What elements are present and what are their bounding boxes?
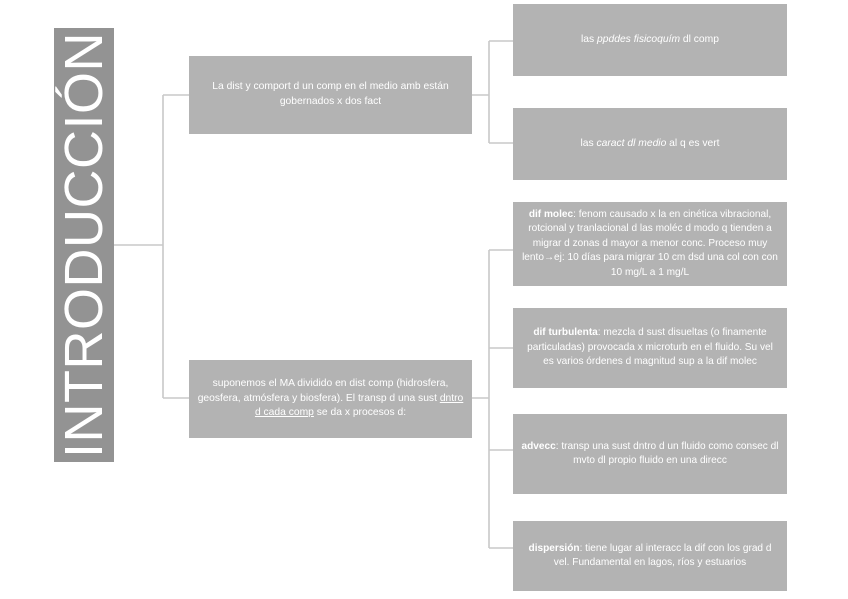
dispersion-term: dispersión: [528, 542, 580, 554]
node-ppddes[interactable]: las ppddes fisicoquím dl comp: [513, 4, 787, 76]
ppddes-suffix: dl comp: [680, 33, 719, 45]
dif-molec-desc: : fenom causado x la en cinética vibraci…: [522, 208, 778, 278]
node-dif-turbulenta-label: dif turbulenta: mezcla d sust disueltas …: [521, 326, 779, 369]
node-factores-label: La dist y comport d un comp en el medio …: [212, 81, 449, 107]
node-advecc-label: advecc: transp una sust dntro d un fluid…: [521, 440, 779, 469]
compartimentos-part2: se da x procesos d:: [313, 407, 407, 419]
node-compartimentos[interactable]: suponemos el MA dividido en dist comp (h…: [189, 360, 472, 438]
diagram-title-block: INTRODUCCIÓN: [54, 28, 114, 462]
ppddes-prefix: las: [581, 33, 598, 45]
node-caract-label: las caract dl medio al q es vert: [521, 137, 779, 152]
caract-italic: caract dl medio: [596, 137, 667, 149]
ppddes-italic: ppddes fisicoquím: [597, 33, 681, 45]
node-ppddes-label: las ppddes fisicoquím dl comp: [521, 33, 779, 48]
node-dispersion-label: dispersión: tiene lugar al interacc la d…: [521, 542, 779, 571]
node-advecc[interactable]: advecc: transp una sust dntro d un fluid…: [513, 414, 787, 494]
advecc-desc: : transp una sust dntro d un fluido como…: [555, 440, 779, 466]
compartimentos-part1: suponemos el MA dividido en dist comp (h…: [197, 378, 449, 404]
dispersion-desc: : tiene lugar al interacc la dif con los…: [553, 542, 772, 568]
node-dif-molec[interactable]: dif molec: fenom causado x la en cinétic…: [513, 202, 787, 286]
caract-prefix: las: [580, 137, 597, 149]
advecc-term: advecc: [521, 440, 556, 452]
dif-turbulenta-desc: : mezcla d sust disueltas (o finamente p…: [527, 327, 773, 368]
node-compartimentos-label: suponemos el MA dividido en dist comp (h…: [197, 377, 464, 421]
caract-suffix: al q es vert: [666, 137, 720, 149]
node-dif-molec-label: dif molec: fenom causado x la en cinétic…: [521, 208, 779, 280]
dif-molec-term: dif molec: [528, 208, 574, 220]
page-title: INTRODUCCIÓN: [54, 32, 114, 458]
dif-turbulenta-term: dif turbulenta: [533, 327, 598, 339]
node-dif-turbulenta[interactable]: dif turbulenta: mezcla d sust disueltas …: [513, 308, 787, 388]
node-dispersion[interactable]: dispersión: tiene lugar al interacc la d…: [513, 521, 787, 591]
node-factores[interactable]: La dist y comport d un comp en el medio …: [189, 56, 472, 134]
node-caract[interactable]: las caract dl medio al q es vert: [513, 108, 787, 180]
compartimentos-underlined: dntro d cada comp: [254, 392, 464, 419]
